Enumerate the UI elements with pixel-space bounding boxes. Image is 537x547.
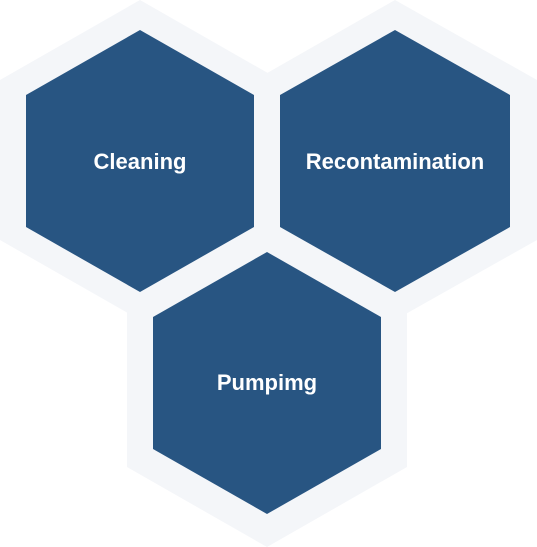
hexagon-pumping-label: Pumpimg [217, 370, 317, 395]
hexagon-cleaning: Cleaning [26, 30, 254, 292]
hexagon-recontamination: Recontamination [280, 30, 510, 292]
hexagon-recontamination-shape [280, 30, 510, 292]
hexagon-pumping: Pumpimg [153, 252, 381, 514]
hexagon-cleaning-shape [26, 30, 254, 292]
hexagon-pumping-shape [153, 252, 381, 514]
hexagon-recontamination-label: Recontamination [306, 149, 484, 174]
hexagon-cleaning-label: Cleaning [94, 149, 187, 174]
